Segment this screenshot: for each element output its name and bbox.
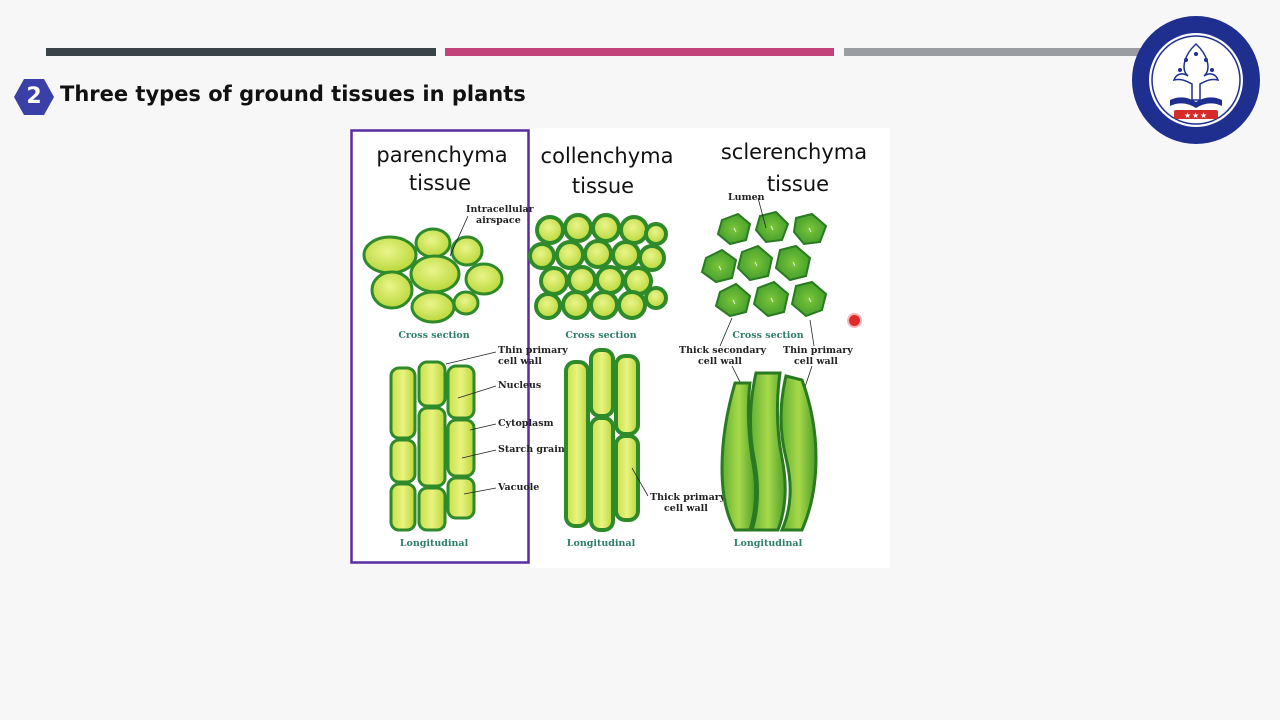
school-emblem-icon: ★★★ — [1132, 16, 1260, 144]
collenchyma-cross-section — [528, 213, 668, 320]
parenchyma-heading: parenchyma — [376, 143, 507, 167]
parenchyma-long-caption: Longitudinal — [400, 538, 469, 549]
label-cytoplasm: Cytoplasm — [498, 418, 554, 429]
collenchyma-heading: collenchyma — [541, 144, 674, 168]
sclerenchyma-heading-line2: tissue — [767, 172, 829, 196]
parenchyma-cross-section — [362, 227, 504, 324]
label-thick-secondary: Thick secondary — [679, 345, 766, 356]
svg-text:★: ★ — [1192, 111, 1199, 120]
header-bar-accent — [445, 48, 834, 56]
laser-pointer-dot — [849, 315, 860, 326]
label-starch-grain: Starch grain — [498, 444, 565, 455]
sclerenchyma-heading: sclerenchyma — [721, 140, 867, 164]
collenchyma-heading-line2: tissue — [572, 174, 634, 198]
label-thick-primary: Thick primary — [650, 492, 726, 503]
parenchyma-cross-caption: Cross section — [398, 330, 469, 341]
header-bar-grey — [844, 48, 1144, 56]
label-cell-wall: cell wall — [498, 356, 542, 367]
svg-text:★: ★ — [1200, 111, 1207, 120]
parenchyma-longitudinal — [389, 360, 476, 532]
label-collenchyma-cell-wall: cell wall — [664, 503, 708, 514]
collenchyma-cross-caption: Cross section — [565, 330, 636, 341]
sclerenchyma-cross-section — [700, 210, 828, 318]
sclerenchyma-long-caption: Longitudinal — [734, 538, 803, 549]
label-sclerenchyma-cell-wall-2: cell wall — [794, 356, 838, 367]
parenchyma-heading-line2: tissue — [409, 171, 471, 195]
sclerenchyma-longitudinal — [720, 371, 818, 532]
sclerenchyma-cross-caption: Cross section — [732, 330, 803, 341]
collenchyma-long-caption: Longitudinal — [567, 538, 636, 549]
svg-text:★: ★ — [1184, 111, 1191, 120]
ground-tissue-diagram: parenchyma tissue collenchyma tissue scl… — [350, 128, 890, 568]
label-nucleus: Nucleus — [498, 380, 541, 391]
collenchyma-longitudinal — [564, 348, 640, 532]
hexagon-badge-icon — [14, 79, 54, 115]
label-thin-primary-2: Thin primary — [783, 345, 853, 356]
header-bar-dark — [46, 48, 436, 56]
label-airspace: airspace — [476, 215, 521, 226]
label-intracellular: Intracellular — [466, 204, 535, 215]
slide-number: 2 — [26, 84, 42, 109]
label-vacuole: Vacuole — [497, 482, 539, 493]
label-lumen: Lumen — [728, 192, 765, 203]
label-sclerenchyma-cell-wall-1: cell wall — [698, 356, 742, 367]
slide-title: Three types of ground tissues in plants — [60, 82, 526, 106]
label-thin-primary: Thin primary — [498, 345, 568, 356]
